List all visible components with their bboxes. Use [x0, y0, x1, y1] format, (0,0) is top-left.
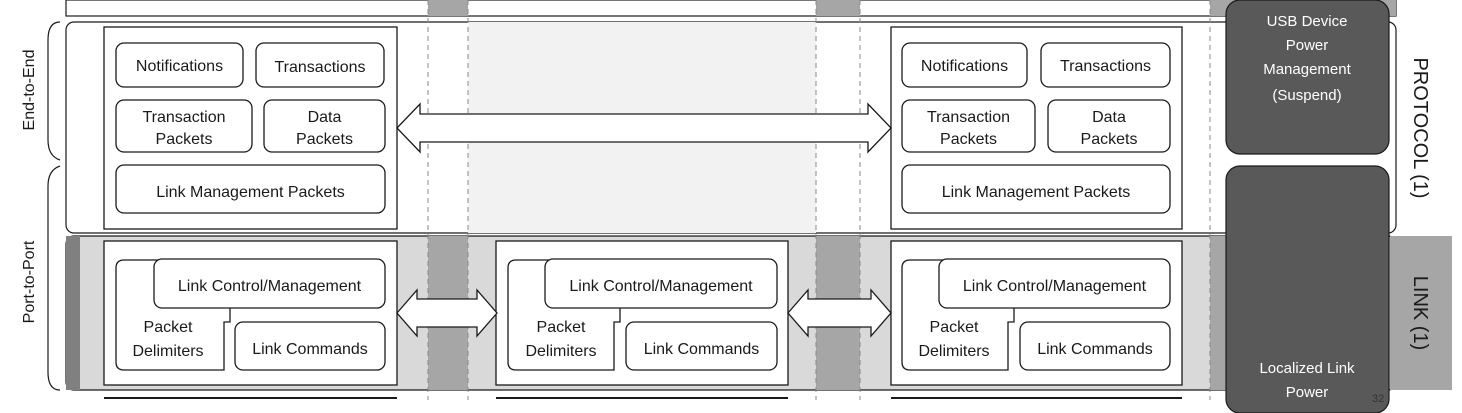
usb-device-power-line3: Management	[1263, 61, 1351, 78]
localized-link-power-box	[1225, 165, 1390, 413]
top-band	[65, 0, 1397, 17]
right-notifications-box	[901, 42, 1028, 88]
right-transactions-label: Transactions	[1060, 58, 1151, 75]
link-shade-3	[1210, 236, 1226, 390]
right-link-panel-group: Packet Delimiters Link Control/Managemen…	[890, 240, 1183, 386]
right-packet-delimiters-line2: Delimiters	[918, 343, 989, 360]
left-link-control-label: Link Control/Management	[178, 278, 362, 295]
left-data-packets-box	[263, 99, 386, 153]
left-transaction-packets-line2: Packets	[156, 131, 213, 148]
left-transactions-label: Transactions	[275, 59, 366, 76]
protocol-layer-label: PROTOCOL (1)	[1409, 57, 1431, 198]
link-shade-left	[66, 236, 80, 390]
usb-device-power-line2: Power	[1286, 37, 1329, 54]
left-transactions-box	[255, 42, 385, 88]
protocol-double-arrow	[396, 102, 892, 154]
middle-link-control-label: Link Control/Management	[569, 278, 753, 295]
localized-link-power-line1: Localized Link	[1259, 360, 1355, 377]
left-link-commands-label: Link Commands	[252, 341, 368, 358]
top-shade-2	[816, 0, 860, 16]
left-link-management-packets-box	[115, 164, 386, 214]
end-to-end-bracket	[47, 21, 61, 161]
right-link-management-packets-label: Link Management Packets	[942, 184, 1131, 201]
left-link-management-packets-label: Link Management Packets	[156, 184, 345, 201]
left-transaction-packets-line1: Transaction	[143, 109, 226, 126]
middle-link-commands-label: Link Commands	[644, 341, 760, 358]
right-notifications-label: Notifications	[921, 58, 1008, 75]
left-data-packets-line1: Data	[308, 109, 342, 126]
left-data-packets-line2: Packets	[296, 131, 353, 148]
footer-fragment: 32	[1372, 393, 1384, 405]
right-transaction-packets-box	[901, 99, 1036, 153]
middle-packet-delimiters-line2: Delimiters	[525, 343, 596, 360]
left-notifications-label: Notifications	[136, 58, 223, 75]
right-link-control-box	[938, 258, 1171, 309]
port-to-port-label: Port-to-Port	[21, 240, 38, 323]
localized-link-power-line2: Power	[1286, 384, 1329, 401]
right-data-packets-line2: Packets	[1081, 131, 1138, 148]
left-packet-delimiters-line2: Delimiters	[132, 343, 203, 360]
left-notifications-box	[115, 42, 244, 88]
usb-device-power-line1: USB Device	[1267, 13, 1348, 30]
usb-device-power-box	[1225, 0, 1390, 155]
top-shade-1	[428, 0, 468, 16]
end-to-end-label: End-to-End	[21, 50, 38, 131]
link-label-panel	[1390, 236, 1452, 390]
right-link-management-packets-box	[901, 164, 1171, 214]
right-transaction-packets-line1: Transaction	[927, 109, 1010, 126]
right-data-packets-line1: Data	[1092, 109, 1126, 126]
left-link-panel-group: Packet Delimiters Link Control/Managemen…	[103, 240, 398, 386]
middle-packet-delimiters-line1: Packet	[537, 319, 586, 336]
usb-device-power-line4: (Suspend)	[1272, 87, 1341, 104]
left-packet-delimiters-line1: Packet	[144, 319, 193, 336]
right-data-packets-box	[1047, 99, 1171, 153]
right-link-control-label: Link Control/Management	[963, 278, 1147, 295]
link-double-arrow-left	[396, 288, 498, 338]
middle-link-panel-group: Packet Delimiters Link Control/Managemen…	[495, 240, 789, 386]
middle-link-commands-box	[625, 321, 778, 371]
link-layer-label: LINK (1)	[1409, 276, 1431, 350]
left-link-commands-box	[234, 321, 386, 371]
right-link-commands-box	[1019, 321, 1171, 371]
left-transaction-packets-box	[115, 99, 253, 153]
port-to-port-bracket	[47, 165, 61, 391]
right-link-commands-label: Link Commands	[1037, 341, 1153, 358]
left-link-control-box	[153, 258, 386, 309]
right-packet-delimiters-line1: Packet	[930, 319, 979, 336]
right-transactions-box	[1040, 42, 1171, 88]
link-double-arrow-right	[787, 288, 892, 338]
middle-link-control-box	[544, 258, 778, 309]
right-transaction-packets-line2: Packets	[940, 131, 997, 148]
